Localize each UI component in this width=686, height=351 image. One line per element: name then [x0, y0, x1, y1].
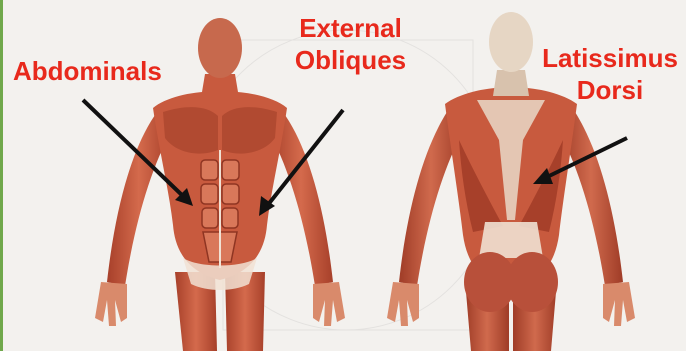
front-head — [198, 18, 242, 78]
back-neck — [493, 70, 529, 96]
front-right-hand — [313, 282, 345, 326]
label-latissimus-dorsi: Latissimus Dorsi — [535, 42, 685, 106]
back-left-hand — [387, 282, 419, 326]
back-glute-right — [506, 252, 558, 312]
back-head — [489, 12, 533, 72]
label-latissimus-dorsi-line2: Dorsi — [535, 74, 685, 106]
label-external-obliques: External Obliques — [283, 12, 418, 76]
label-external-obliques-line1: External — [283, 12, 418, 44]
back-right-hand — [603, 282, 635, 326]
front-left-hand — [95, 282, 127, 326]
label-latissimus-dorsi-line1: Latissimus — [535, 42, 685, 74]
label-abdominals: Abdominals — [13, 55, 162, 87]
label-abdominals-text: Abdominals — [13, 56, 162, 86]
label-external-obliques-line2: Obliques — [283, 44, 418, 76]
